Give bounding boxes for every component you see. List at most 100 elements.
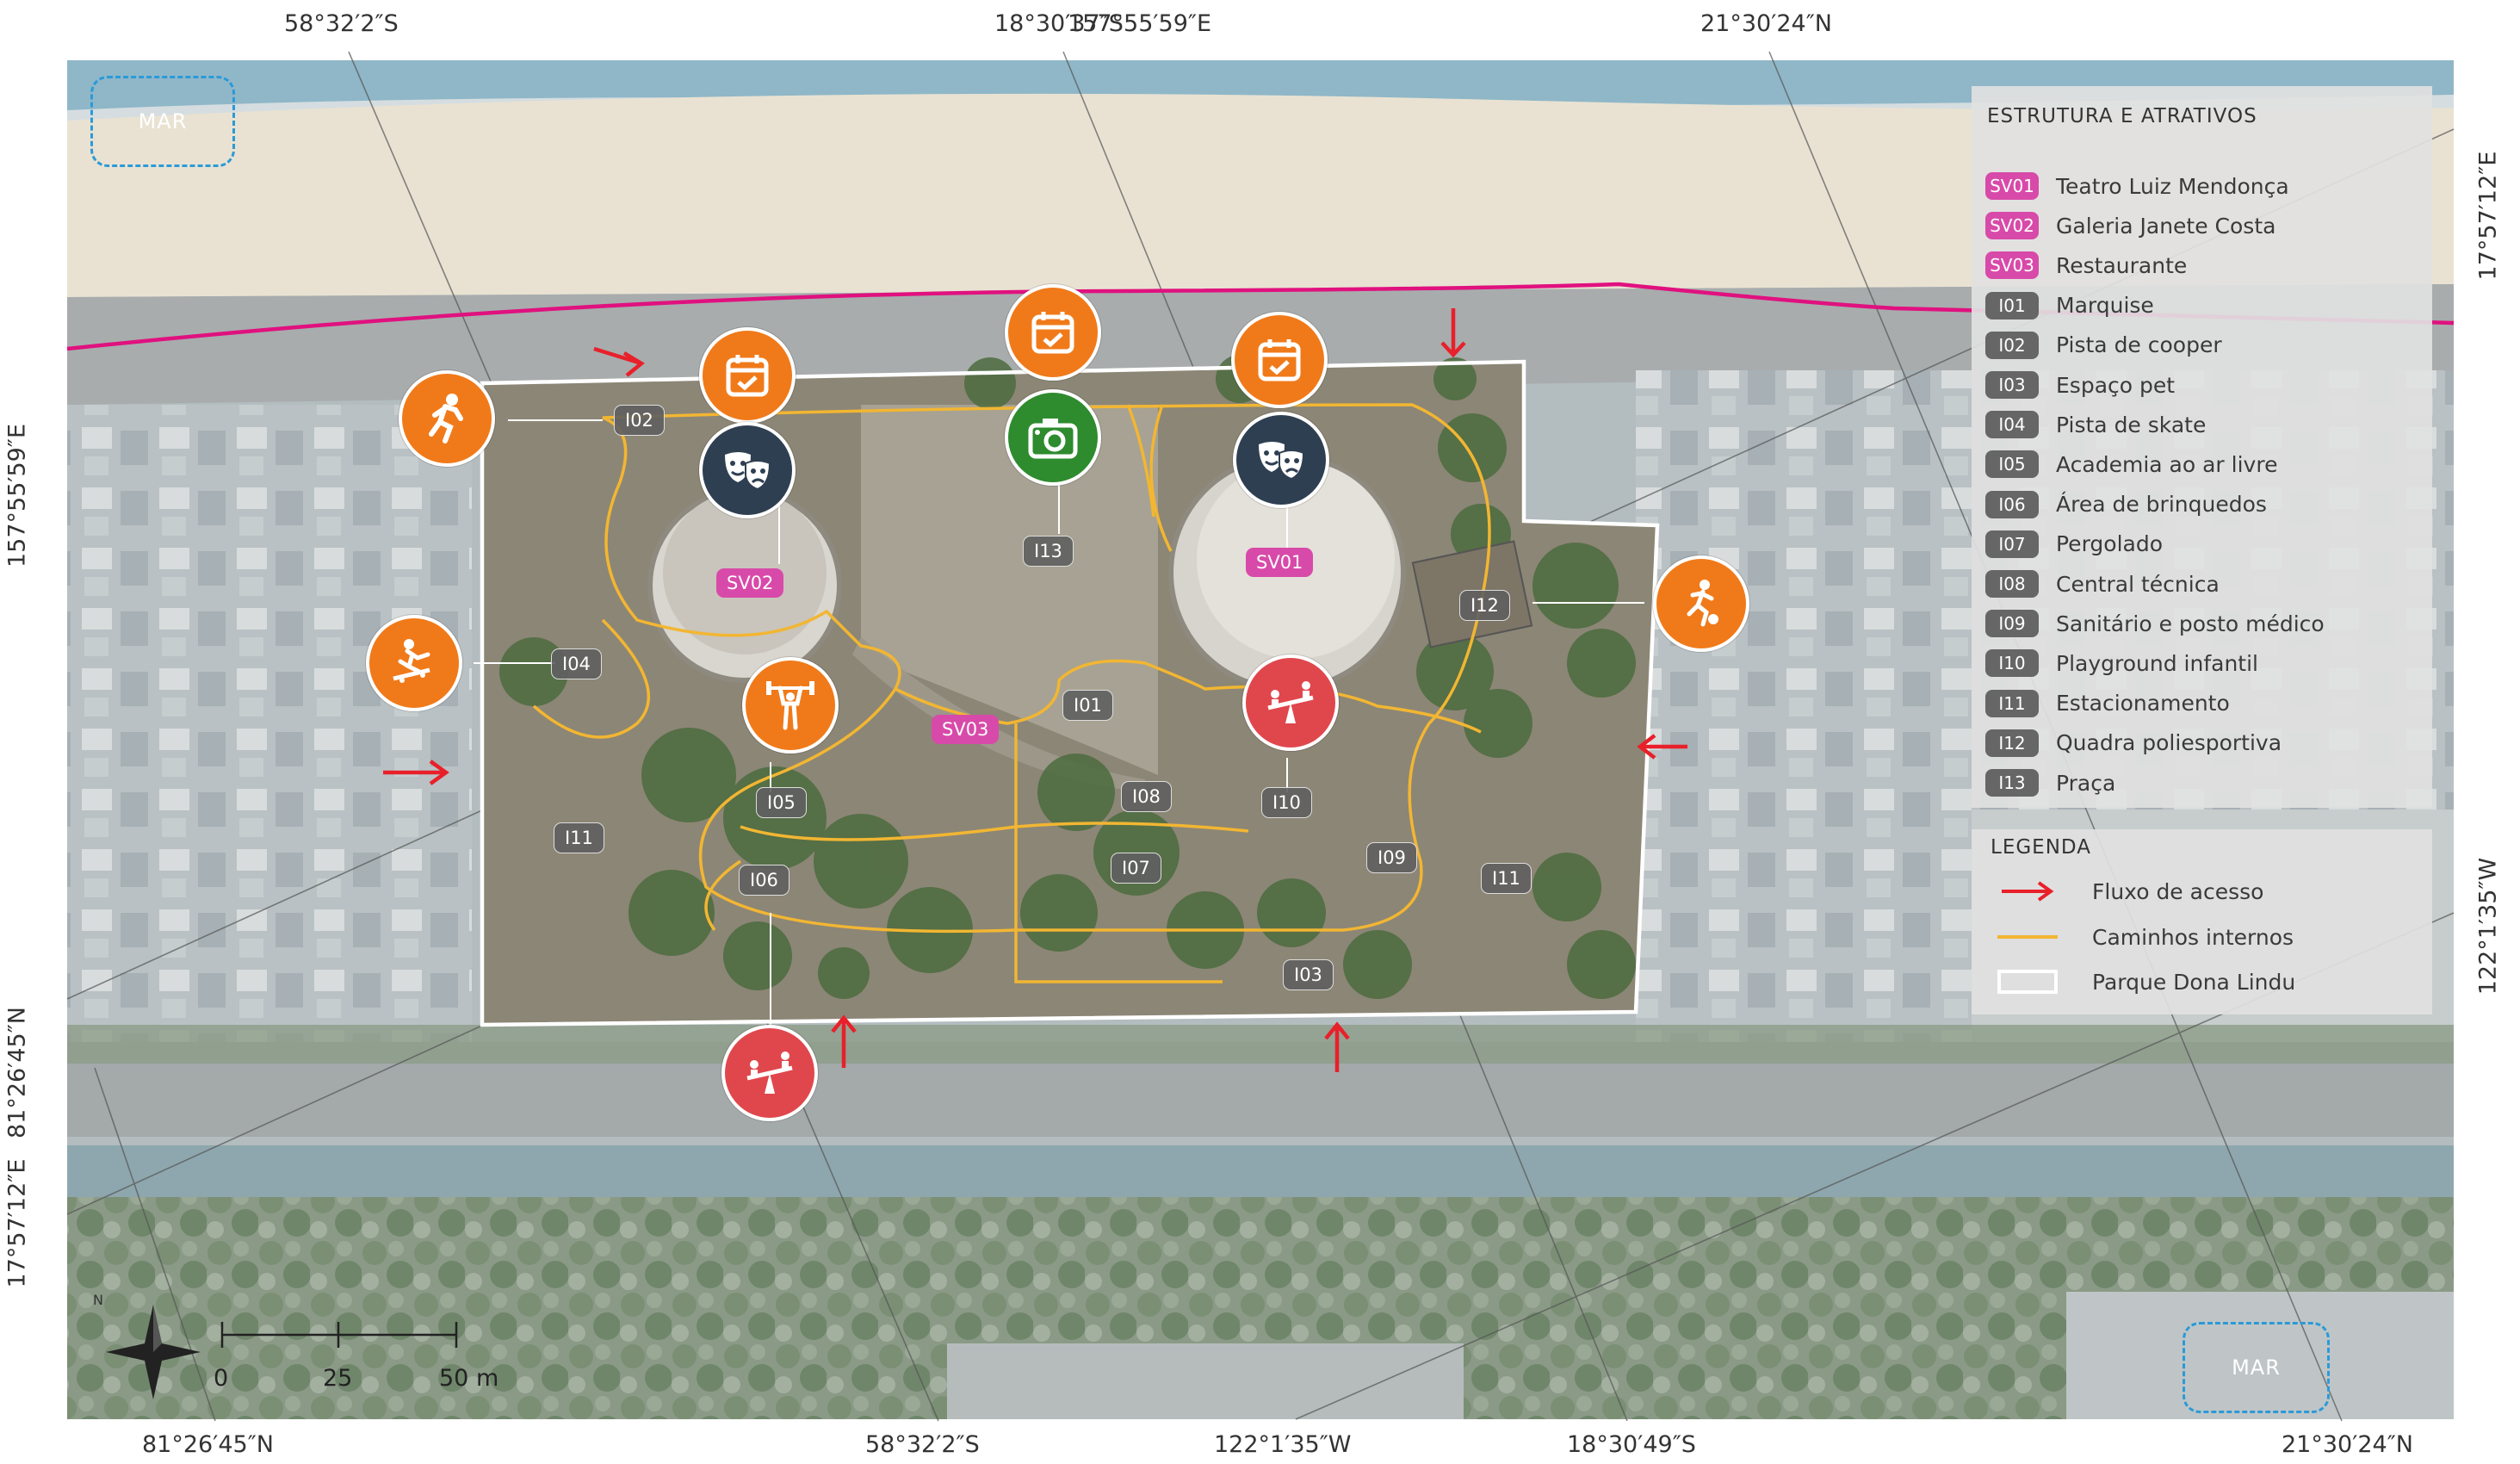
map-label-sv03[interactable]: SV03 (932, 715, 1000, 744)
red-arrow-icon (2002, 881, 2054, 902)
map-label-i06[interactable]: I06 (739, 865, 789, 896)
map-label-i07[interactable]: I07 (1111, 853, 1161, 884)
structure-item-code: I06 (1985, 490, 2039, 518)
theater-masks-icon[interactable] (1233, 412, 1329, 508)
map-label-sv01[interactable]: SV01 (1246, 548, 1314, 577)
structure-item-label: Espaço pet (2056, 372, 2176, 398)
coord-left-2: 81°26′45″N (3, 1007, 31, 1138)
coord-right-1: 17°57′12″E (2474, 151, 2502, 281)
structure-item-label: Estacionamento (2056, 691, 2230, 716)
map-label-sv02[interactable]: SV02 (716, 568, 784, 598)
structure-item-code: I11 (1985, 689, 2039, 717)
map-label-i08[interactable]: I08 (1121, 781, 1172, 812)
canal (67, 1145, 2454, 1197)
park-outline (480, 359, 1660, 1027)
structure-item-i04: I04 Pista de skate (1985, 411, 2207, 439)
coord-bottom-2: 58°32′2″S (865, 1431, 980, 1458)
internal-paths (532, 403, 1491, 983)
camera-icon[interactable] (1005, 389, 1101, 486)
coord-left-1: 157°55′59″E (3, 423, 31, 568)
structure-item-code: I13 (1985, 769, 2039, 797)
running-icon[interactable] (399, 370, 495, 467)
structure-item-i07: I07 Pergolado (1985, 530, 2163, 558)
scale-label-50: 50 m (439, 1365, 499, 1392)
yellow-line-icon (1997, 935, 2058, 939)
structure-item-i11: I11 Estacionamento (1985, 689, 2230, 717)
structure-item-label: Marquise (2056, 293, 2154, 319)
structure-item-code: I08 (1985, 570, 2039, 598)
structure-item-code: I07 (1985, 530, 2039, 558)
seesaw-icon[interactable] (721, 1025, 818, 1121)
legend-item-access: Fluxo de acesso (1997, 878, 2263, 904)
structure-item-code: I02 (1985, 331, 2039, 359)
sea-label-bottom: MAR (2183, 1322, 2330, 1413)
structure-item-code: I03 (1985, 371, 2039, 399)
structure-item-i03: I03 Espaço pet (1985, 371, 2175, 399)
structure-item-code: SV01 (1985, 172, 2039, 200)
city-left (67, 405, 472, 1042)
scale-bar (220, 1322, 458, 1348)
north-label: N (93, 1292, 103, 1308)
structure-item-label: Pergolado (2056, 531, 2163, 557)
map-label-i10[interactable]: I10 (1261, 787, 1312, 818)
structure-item-i13: I13 Praça (1985, 769, 2115, 797)
structure-item-sv02: SV02 Galeria Janete Costa (1985, 212, 2276, 240)
scale-label-25: 25 (323, 1365, 353, 1392)
structure-item-label: Praça (2056, 770, 2116, 796)
structure-item-code: I09 (1985, 610, 2039, 638)
map-label-i01[interactable]: I01 (1062, 690, 1113, 721)
structure-item-label: Playground infantil (2056, 650, 2258, 676)
structure-item-code: SV02 (1985, 212, 2039, 240)
structure-item-label: Sanitário e posto médico (2056, 611, 2325, 636)
structure-item-i10: I10 Playground infantil (1985, 649, 2258, 678)
coord-top-3: 157°55′59″E (1068, 10, 1212, 37)
soccer-player-icon[interactable] (1653, 555, 1749, 652)
map-label-i11b[interactable]: I11 (1481, 863, 1532, 894)
map-label-i09[interactable]: I09 (1366, 842, 1417, 873)
map-label-i12[interactable]: I12 (1459, 590, 1510, 621)
theater-masks-icon[interactable] (699, 422, 796, 518)
map-label-i03[interactable]: I03 (1283, 959, 1334, 990)
structure-item-i06: I06 Área de brinquedos (1985, 490, 2267, 518)
structure-item-label: Área de brinquedos (2056, 492, 2267, 518)
structure-item-label: Galeria Janete Costa (2056, 213, 2276, 239)
calendar-icon[interactable] (1005, 284, 1101, 381)
structure-item-code: I10 (1985, 649, 2039, 678)
beach (67, 93, 2454, 297)
structure-item-label: Quadra poliesportiva (2056, 730, 2282, 756)
coord-top-2: 18°30′37″S (994, 10, 1124, 37)
structure-item-i02: I02 Pista de cooper (1985, 331, 2222, 359)
structure-item-code: I04 (1985, 411, 2039, 439)
structure-item-label: Teatro Luiz Mendonça (2056, 173, 2289, 199)
calendar-icon[interactable] (699, 327, 796, 424)
structure-item-label: Pista de skate (2056, 412, 2207, 437)
structure-item-label: Restaurante (2056, 252, 2188, 278)
legend-item-paths: Caminhos internos (1997, 924, 2294, 950)
weightlifting-icon[interactable] (742, 657, 839, 754)
coord-bottom-3: 122°1′35″W (1214, 1431, 1352, 1458)
white-outline-icon (1997, 970, 2058, 994)
map-label-i11a[interactable]: I11 (554, 822, 604, 853)
map-label-i05[interactable]: I05 (756, 787, 807, 818)
map-label-i04[interactable]: I04 (551, 648, 602, 679)
structure-item-label: Pista de cooper (2056, 332, 2222, 358)
map-label-i13[interactable]: I13 (1023, 536, 1074, 567)
structure-item-i08: I08 Central técnica (1985, 570, 2220, 598)
structure-item-sv03: SV03 Restaurante (1985, 251, 2188, 280)
structure-item-code: I05 (1985, 450, 2039, 479)
coord-left-3: 17°57′12″E (3, 1158, 31, 1288)
coord-bottom-1: 81°26′45″N (142, 1431, 274, 1458)
calendar-icon[interactable] (1231, 312, 1328, 408)
coord-bottom-4: 18°30′49″S (1567, 1431, 1696, 1458)
scale-label-0: 0 (214, 1365, 229, 1392)
map-label-i02[interactable]: I02 (614, 405, 665, 436)
structure-item-label: Central técnica (2056, 571, 2220, 597)
skateboard-icon[interactable] (366, 615, 462, 711)
structure-item-code: SV03 (1985, 251, 2039, 280)
seesaw-icon[interactable] (1242, 654, 1339, 751)
legend-item-park: Parque Dona Lindu (1997, 969, 2295, 995)
